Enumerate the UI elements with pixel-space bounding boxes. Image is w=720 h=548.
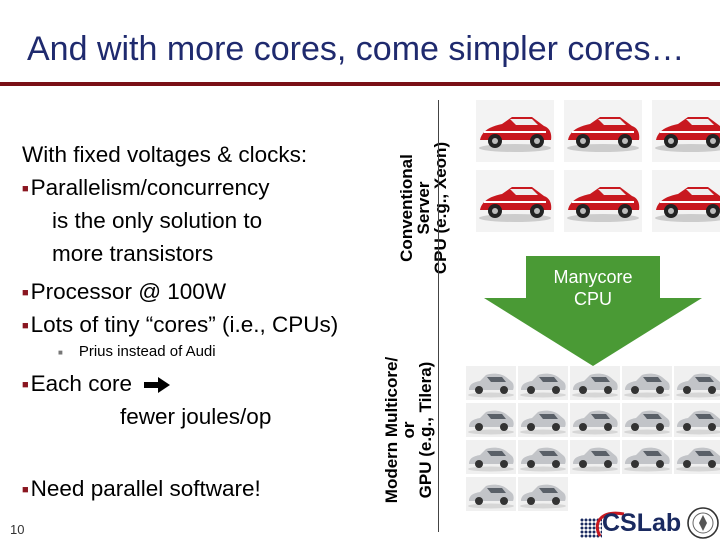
bullet-square-icon: ■ [22, 320, 29, 333]
compact-car-icon [674, 440, 720, 474]
bullet-square-icon: ■ [58, 347, 63, 357]
right-arrow-icon [144, 377, 171, 394]
label-line: GPU (e.g., Tilera) [416, 361, 435, 499]
bullet-processor: ■Processor @ 100W [22, 279, 226, 305]
compact-car-icon [466, 440, 516, 474]
compact-car-icon [466, 477, 516, 511]
label-line: Conventional [397, 154, 416, 262]
bullet-continuation: fewer joules/op [120, 404, 272, 429]
compact-car-icon [466, 366, 516, 400]
bullet-cores: ■Lots of tiny “cores” (i.e., CPUs) [22, 312, 338, 338]
compact-car-icon [466, 403, 516, 437]
compact-car-icon [518, 403, 568, 437]
title-rule [0, 82, 720, 86]
bullet-square-icon: ■ [22, 183, 29, 196]
compact-car-icon [622, 366, 672, 400]
sub-bullet-text: Prius instead of Audi [78, 343, 216, 360]
manycore-label: Manycore CPU [530, 266, 656, 310]
compact-car-icon [674, 403, 720, 437]
slide-title: And with more cores, come simpler cores… [27, 30, 685, 68]
compact-car-icon [570, 366, 620, 400]
bullet-text: Lots of tiny “cores” (i.e., CPUs) [30, 312, 339, 337]
seal-icon [687, 507, 719, 539]
race-car-icon [564, 170, 642, 232]
bullet-continuation: is the only solution to [52, 208, 263, 233]
race-car-icon [652, 100, 720, 162]
compact-car-icon [674, 366, 720, 400]
bullet-text: Processor @ 100W [30, 279, 227, 304]
compact-car-icon [622, 403, 672, 437]
bullet-software: ■Need parallel software! [22, 476, 261, 502]
modern-multicore-label: Modern Multicore/ or GPU (e.g., Tilera) [382, 312, 443, 548]
heading-text: With fixed voltages & clocks: [22, 142, 308, 167]
cslab-logo: CSLab [574, 506, 720, 540]
manycore-line: CPU [573, 289, 612, 309]
logo-swoosh [595, 511, 625, 537]
race-car-icon [476, 100, 554, 162]
bullet-text: Parallelism/concurrency [30, 175, 270, 200]
compact-car-icon [518, 366, 568, 400]
bullet-square-icon: ■ [22, 287, 29, 300]
column-divider [438, 100, 439, 532]
slide-number: 10 [10, 522, 25, 537]
compact-car-icon [518, 477, 568, 511]
bullet-square-icon: ■ [22, 484, 29, 497]
compact-car-icon [622, 440, 672, 474]
logo-text: CSLab [602, 509, 682, 537]
compact-car-icon [518, 440, 568, 474]
label-line: Modern Multicore/ [382, 356, 401, 504]
compact-car-icon [570, 440, 620, 474]
bullet-text: Need parallel software! [30, 476, 261, 501]
bullet-square-icon: ■ [22, 379, 29, 392]
race-car-icon [652, 170, 720, 232]
label-line: Server [414, 181, 433, 235]
bullet-parallelism: ■Parallelism/concurrency [22, 175, 270, 201]
manycore-line: Manycore [553, 267, 633, 287]
label-line: or [399, 421, 418, 439]
race-car-icon [564, 100, 642, 162]
race-car-icon [476, 170, 554, 232]
down-arrow-icon [484, 256, 702, 366]
compact-car-icon [570, 403, 620, 437]
bullet-each-core: ■Each core [22, 371, 171, 397]
conventional-server-label: Conventional Server CPU (e.g., Xeon) [397, 94, 458, 322]
sub-bullet: ■ Prius instead of Audi [58, 343, 216, 360]
bullet-continuation: more transistors [52, 241, 214, 266]
label-line: CPU (e.g., Xeon) [431, 141, 450, 275]
bullet-text: Each core [30, 371, 132, 396]
